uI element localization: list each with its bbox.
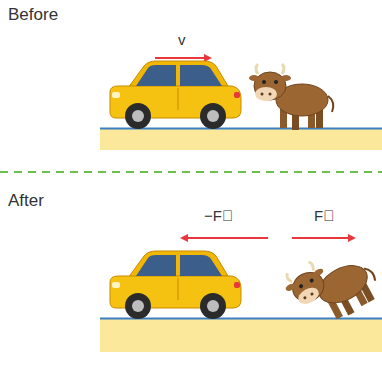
force-label: F⃗ bbox=[314, 208, 334, 225]
force-label: −F⃗ bbox=[204, 208, 233, 225]
velocity-label: v bbox=[178, 32, 186, 49]
scene-heading: Before bbox=[8, 6, 58, 25]
scene-heading: After bbox=[8, 192, 44, 211]
